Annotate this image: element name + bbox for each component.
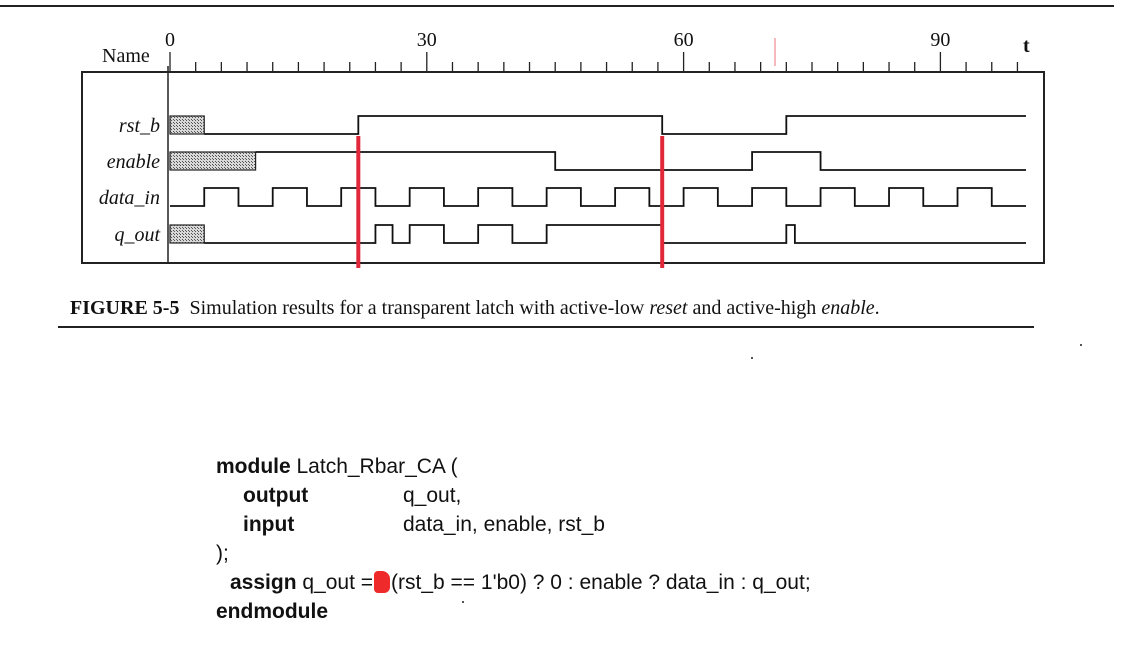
caption-text-1: Simulation results for a transparent lat… bbox=[189, 297, 650, 319]
assign-lhs: q_out = bbox=[296, 571, 374, 594]
red-markers bbox=[356, 136, 665, 268]
tick-label: 90 bbox=[930, 29, 950, 51]
figure-label: FIGURE 5-5 bbox=[70, 297, 180, 319]
speck bbox=[1080, 344, 1082, 346]
waveform-q_out bbox=[204, 224, 1026, 244]
tick-label: 0 bbox=[165, 29, 175, 51]
signal-waves bbox=[169, 115, 1026, 244]
waveform-frame bbox=[81, 71, 1045, 264]
time-ruler bbox=[168, 52, 1044, 73]
code-line-1: module Latch_Rbar_CA ( bbox=[216, 452, 811, 481]
output-ports: q_out, bbox=[403, 484, 462, 507]
caption-text-3: . bbox=[874, 297, 880, 319]
kw-module: module bbox=[216, 455, 291, 478]
signal-name-rst_b: rst_b bbox=[119, 115, 160, 137]
red-highlight-mark bbox=[374, 571, 391, 593]
kw-assign: assign bbox=[230, 571, 297, 594]
caption-text-2: and active-high bbox=[687, 297, 822, 319]
unknown-region bbox=[169, 224, 205, 244]
tick-label: 30 bbox=[417, 29, 437, 51]
kw-endmodule: endmodule bbox=[216, 600, 329, 623]
code-line-4: ); bbox=[216, 542, 229, 565]
verilog-code: module Latch_Rbar_CA ( output q_out, inpu… bbox=[216, 452, 811, 626]
code-line-5: assign q_out = (rst_b == 1'b0) ? 0 : enab… bbox=[216, 568, 811, 597]
kw-input: input bbox=[243, 513, 295, 536]
signal-name-enable: enable bbox=[107, 151, 160, 173]
waveform-rst_b bbox=[204, 115, 1026, 135]
caption-rule bbox=[58, 326, 1034, 328]
signal-name-q_out: q_out bbox=[114, 224, 160, 246]
module-name: Latch_Rbar_CA ( bbox=[290, 455, 458, 478]
unknown-region bbox=[169, 115, 205, 135]
time-tick-labels: 0 30 60 90 bbox=[165, 29, 950, 51]
kw-output: output bbox=[243, 484, 309, 507]
unknown-region bbox=[169, 151, 257, 171]
code-line-3: input data_in, enable, rst_b bbox=[216, 510, 811, 539]
figure-caption: FIGURE 5-5 Simulation results for a trans… bbox=[70, 297, 1070, 320]
signal-name-data_in: data_in bbox=[99, 187, 160, 209]
input-ports: data_in, enable, rst_b bbox=[403, 513, 605, 536]
waveform-enable bbox=[255, 151, 1026, 171]
caption-italic-reset: reset bbox=[649, 297, 688, 319]
code-line-2: output q_out, bbox=[216, 481, 811, 510]
code-line-6: endmodule bbox=[216, 597, 811, 626]
caption-italic-enable: enable bbox=[821, 297, 875, 319]
tick-label: 60 bbox=[674, 29, 694, 51]
assign-rhs: (rst_b == 1'b0) ? 0 : enable ? data_in :… bbox=[391, 571, 811, 594]
time-label: t bbox=[1023, 35, 1030, 57]
name-label: Name bbox=[102, 45, 150, 67]
speck bbox=[751, 357, 753, 359]
waveform-data_in bbox=[170, 187, 1026, 207]
speck bbox=[462, 601, 464, 603]
